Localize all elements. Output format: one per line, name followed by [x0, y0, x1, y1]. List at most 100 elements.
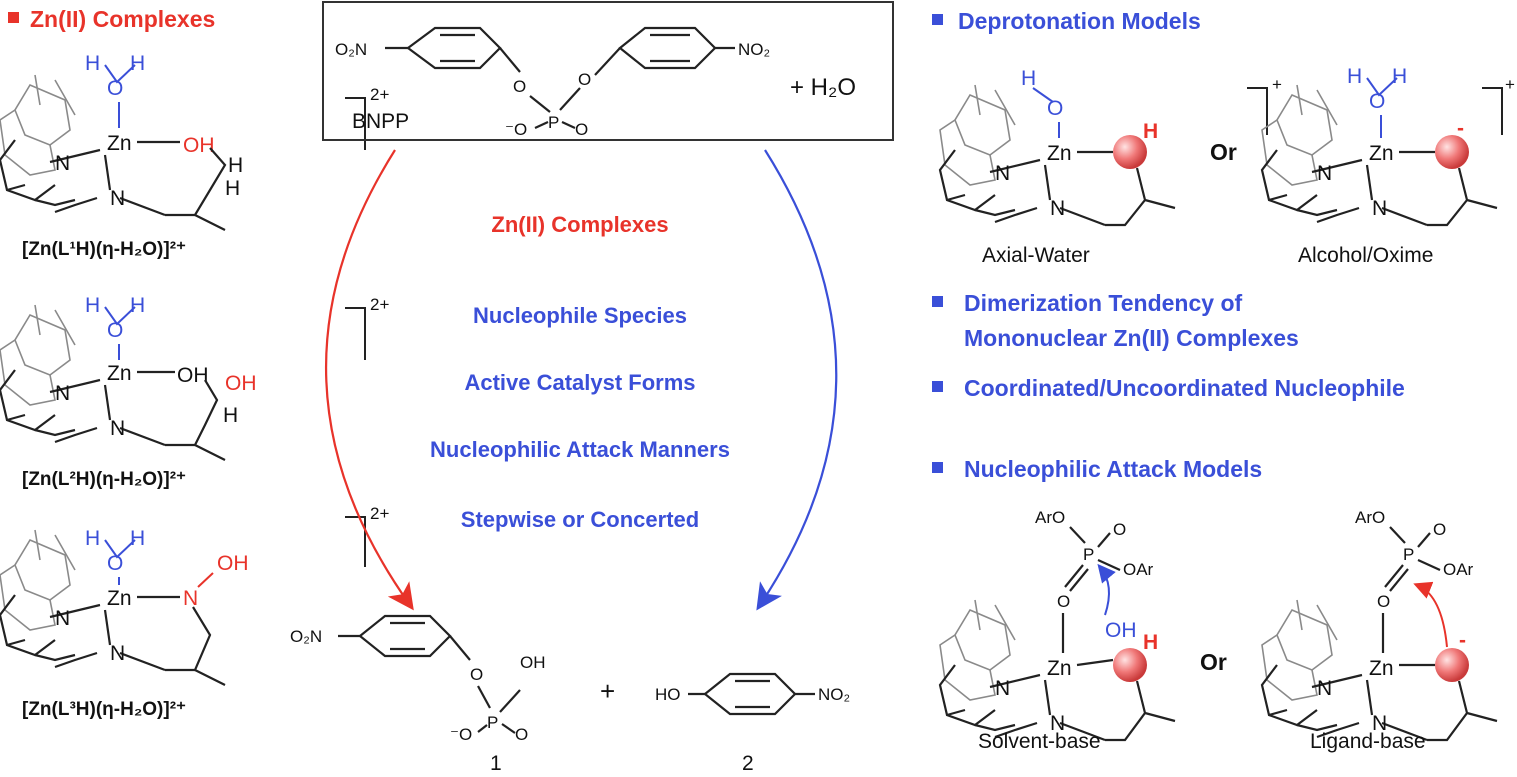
svg-text:⁻O: ⁻O [505, 120, 527, 139]
ligand-base-label: Ligand-base [1310, 730, 1426, 753]
svg-text:N: N [1372, 712, 1387, 735]
product-2: HO NO₂ 2 [655, 672, 850, 775]
bullet-square-icon [8, 12, 19, 23]
svg-text:H: H [1143, 120, 1158, 143]
center-item-2: Active Catalyst Forms [464, 370, 695, 395]
sphere-icon [1113, 648, 1147, 682]
bnpp-label: BNPP [352, 110, 409, 133]
red-cycle-arrow [324, 149, 414, 611]
products-plus: + [600, 676, 615, 706]
svg-text:N: N [110, 642, 125, 665]
svg-text:O: O [107, 319, 123, 342]
charge-1: 2+ [370, 85, 389, 104]
sphere-icon [1435, 135, 1469, 169]
complex-2: H H O Zn N N OH OH H 2+ [0, 294, 389, 461]
svg-text:Zn: Zn [1047, 657, 1072, 680]
svg-text:NO₂: NO₂ [818, 685, 850, 704]
svg-text:H: H [130, 527, 145, 550]
svg-text:N: N [1372, 197, 1387, 220]
svg-text:H: H [85, 527, 100, 550]
svg-text:O: O [107, 552, 123, 575]
svg-text:H: H [85, 294, 100, 317]
svg-text:OAr: OAr [1443, 560, 1474, 579]
svg-text:-: - [1457, 117, 1464, 140]
bnpp-structure: O₂N O P O NO₂ ⁻O O BNPP [335, 26, 770, 139]
svg-text:OAr: OAr [1123, 560, 1154, 579]
complex-3: H H O Zn N N N OH 2+ [0, 504, 389, 686]
deprotonation-header: Deprotonation Models [958, 8, 1201, 34]
water-h2: H [130, 52, 145, 75]
sphere-icon [1435, 648, 1469, 682]
svg-text:P: P [1083, 545, 1094, 564]
svg-text:Zn: Zn [1047, 142, 1072, 165]
svg-text:+: + [1272, 75, 1282, 94]
svg-text:+: + [1505, 75, 1515, 94]
svg-text:P: P [1403, 545, 1414, 564]
svg-text:-: - [1459, 629, 1466, 652]
water-o: O [107, 77, 123, 100]
svg-text:Zn: Zn [1369, 142, 1394, 165]
svg-text:N: N [110, 187, 125, 210]
or-text-2: Or [1200, 649, 1227, 675]
svg-text:O: O [515, 725, 528, 744]
oh-group: OH [183, 134, 215, 157]
axial-water-label: Axial-Water [982, 244, 1090, 267]
center-item-4: Stepwise or Concerted [461, 507, 699, 532]
attack-header: Nucleophilic Attack Models [964, 456, 1262, 482]
svg-text:O: O [578, 70, 591, 89]
svg-text:P: P [487, 713, 498, 732]
n-group-3: N [183, 587, 198, 610]
svg-text:H: H [130, 294, 145, 317]
svg-text:O₂N: O₂N [290, 627, 322, 646]
svg-text:N: N [55, 607, 70, 630]
svg-text:H: H [1347, 65, 1362, 88]
svg-text:Zn: Zn [107, 587, 132, 610]
left-header: Zn(II) Complexes [30, 6, 215, 32]
complex-3-formula: [Zn(L³H)(η-H₂O)]²⁺ [22, 699, 186, 720]
svg-text:H: H [1021, 67, 1036, 90]
sphere-icon [1113, 135, 1147, 169]
svg-text:H: H [228, 154, 243, 177]
coordinated-text: Coordinated/Uncoordinated Nucleophile [964, 375, 1405, 401]
svg-text:Zn: Zn [107, 362, 132, 385]
svg-text:O: O [513, 77, 526, 96]
water-h1: H [85, 52, 100, 75]
complex-2-formula: [Zn(L²H)(η-H₂O)]²⁺ [22, 469, 186, 490]
svg-text:N: N [1317, 677, 1332, 700]
solvent-base-label: Solvent-base [978, 730, 1101, 753]
charge-3: 2+ [370, 504, 389, 523]
dimerization-line1: Dimerization Tendency of [964, 290, 1243, 316]
svg-text:NO₂: NO₂ [738, 40, 770, 59]
bullet-square-icon [932, 296, 943, 307]
svg-text:ArO: ArO [1035, 508, 1065, 527]
bullet-square-icon [932, 462, 943, 473]
svg-text:O: O [1433, 520, 1446, 539]
axial-water-model: H O Zn N N H + [938, 67, 1282, 227]
svg-text:OH: OH [217, 552, 249, 575]
solvent-base-model: ArO P O OAr O Zn N N OH H [938, 508, 1176, 742]
svg-text:O: O [1113, 520, 1126, 539]
svg-text:N: N [1050, 712, 1065, 735]
svg-text:H: H [1143, 631, 1158, 654]
plus-water: + H₂O [790, 74, 856, 101]
svg-text:N: N [55, 382, 70, 405]
svg-text:N: N [1050, 197, 1065, 220]
bullet-square-icon [932, 381, 943, 392]
svg-text:N: N [110, 417, 125, 440]
product-1: O₂N O P OH ⁻O O 1 [290, 614, 546, 775]
product-1-label: 1 [490, 752, 502, 775]
svg-text:Zn: Zn [1369, 657, 1394, 680]
svg-text:OH: OH [225, 372, 257, 395]
bullet-square-icon [932, 14, 943, 25]
svg-text:O: O [1057, 592, 1070, 611]
svg-text:O: O [575, 120, 588, 139]
svg-text:HO: HO [655, 685, 681, 704]
complex-1: H H O Zn N N OH H H 2+ [0, 52, 389, 231]
svg-text:N: N [1317, 162, 1332, 185]
svg-text:O₂N: O₂N [335, 40, 367, 59]
charge-2: 2+ [370, 295, 389, 314]
svg-text:H: H [225, 177, 240, 200]
svg-text:OH: OH [1105, 619, 1137, 642]
alcohol-oxime-model: H H O Zn N N - + [1260, 65, 1515, 227]
svg-text:O: O [1377, 592, 1390, 611]
